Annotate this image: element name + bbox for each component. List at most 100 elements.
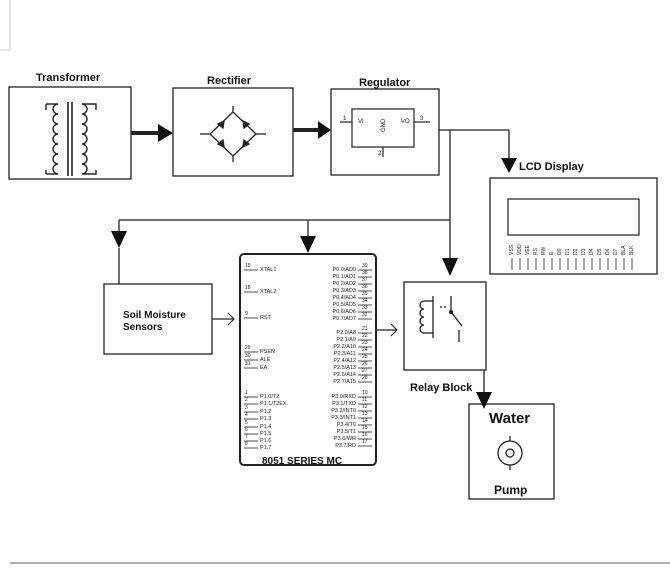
mcu-pin-name: P1.7 bbox=[260, 445, 272, 451]
regulator-pin3: 3 bbox=[420, 116, 424, 122]
mcu-pin-name: XTAL2 bbox=[260, 289, 277, 295]
water-label: Water bbox=[489, 410, 531, 427]
pump-label: Pump bbox=[494, 483, 528, 497]
lcd-pin-label: D0 bbox=[557, 248, 563, 255]
mcu-pin-number: 2 bbox=[245, 397, 248, 403]
bridge-rectifier-icon bbox=[200, 106, 266, 162]
mcu-pin-name: P3.2/INT0 bbox=[331, 408, 356, 414]
mcu-pin-number: 17 bbox=[362, 439, 368, 445]
lcd-pin-label: RW bbox=[541, 246, 547, 255]
lcd-pin-label: D6 bbox=[605, 248, 611, 255]
arrow-to-soil bbox=[111, 231, 127, 248]
mcu-pin-number: 24 bbox=[362, 347, 368, 353]
relay-coil-icon bbox=[419, 296, 463, 342]
transformer-block bbox=[8, 86, 132, 180]
mcu-pin-number: 11 bbox=[362, 397, 368, 403]
lcd-pin-label: VDD bbox=[517, 244, 523, 255]
mcu-pin-number: 7 bbox=[245, 434, 248, 440]
regulator-ic-icon bbox=[340, 108, 430, 157]
lcd-pin-label: VEE bbox=[525, 244, 531, 255]
regulator-gnd-label: GND bbox=[381, 118, 387, 132]
mcu-pin-number: 18 bbox=[245, 285, 251, 291]
mcu-pin-name: P3.5/T1 bbox=[336, 429, 356, 435]
mcu-pin-number: 31 bbox=[245, 361, 251, 367]
mcu-pin-name: P0.2/AD2 bbox=[332, 281, 356, 287]
mcu-pin-name: P0.4/AD4 bbox=[332, 295, 356, 301]
lcd-pin-lines bbox=[511, 258, 633, 270]
mcu-pin-number: 35 bbox=[362, 291, 368, 297]
mcu-pin-number: 1 bbox=[245, 390, 248, 396]
transformer-label: Transformer bbox=[36, 72, 101, 84]
mcu-pin-name: P2.3/A11 bbox=[333, 351, 356, 357]
lcd-pin-label: D7 bbox=[613, 248, 619, 255]
mcu-pin-name: P2.4/A12 bbox=[333, 358, 356, 364]
mcu-pin-lines bbox=[244, 269, 372, 449]
mcu-block bbox=[239, 253, 377, 466]
mcu-pin-number: 19 bbox=[245, 263, 251, 269]
mcu-pin-number: 25 bbox=[362, 354, 368, 360]
arrow-to-rectifier bbox=[158, 124, 173, 142]
mcu-pin-name: P0.3/AD3 bbox=[332, 288, 356, 294]
mcu-pin-number: 13 bbox=[362, 411, 368, 417]
lcd-pin-label: D4 bbox=[589, 248, 595, 255]
mcu-pin-number: 23 bbox=[362, 340, 368, 346]
mcu-pin-name: P0.1/AD1 bbox=[332, 274, 356, 280]
mcu-pin-name: P1.6 bbox=[260, 438, 272, 444]
regulator-vi-label: VI bbox=[358, 119, 364, 125]
mcu-pin-name: P1.2 bbox=[260, 409, 272, 415]
rectifier-label: Rectifier bbox=[207, 75, 252, 87]
mcu-pin-number: 16 bbox=[362, 432, 368, 438]
transformer-coil-icon bbox=[45, 102, 97, 176]
relay-block bbox=[403, 281, 487, 371]
mcu-pin-number: 22 bbox=[362, 333, 368, 339]
arrow-to-relay bbox=[442, 258, 458, 276]
lcd-pin-label: D1 bbox=[565, 248, 571, 255]
mcu-pin-number: 15 bbox=[362, 425, 368, 431]
mcu-pin-number: 33 bbox=[362, 305, 368, 311]
mcu-pin-name: P2.7/A15 bbox=[333, 379, 356, 385]
mcu-pin-name: P3.1/TXD bbox=[332, 401, 356, 407]
mcu-pin-name: P2.5/A13 bbox=[333, 365, 356, 371]
open-arrow-heads bbox=[227, 312, 398, 337]
mcu-pin-name: P0.6/AD6 bbox=[332, 309, 356, 315]
mcu-pin-number: 32 bbox=[362, 312, 368, 318]
mcu-pin-name: P2.6/A14 bbox=[333, 372, 356, 378]
lcd-pin-label: RS bbox=[533, 248, 539, 255]
mcu-pin-number: 38 bbox=[362, 270, 368, 276]
mcu-pin-name: P1.0/T2 bbox=[260, 394, 280, 400]
mcu-pin-number: 27 bbox=[362, 368, 368, 374]
regulator-pin2: 2 bbox=[378, 151, 382, 157]
arrow-to-mcu bbox=[300, 236, 316, 253]
mcu-pin-name: P3.4/T0 bbox=[336, 422, 356, 428]
mcu-pin-number: 26 bbox=[362, 361, 368, 367]
connection-lines bbox=[118, 128, 510, 392]
mcu-pin-number: 28 bbox=[362, 375, 368, 381]
mcu-pin-number: 10 bbox=[362, 390, 368, 396]
regulator-label: Regulator bbox=[359, 77, 411, 89]
mcu-pin-number: 6 bbox=[245, 427, 248, 433]
mcu-pin-name: XTAL1 bbox=[260, 267, 277, 273]
mcu-label: 8051 SERIES MC bbox=[262, 456, 343, 467]
lcd-screen bbox=[507, 198, 640, 236]
lcd-label: LCD Display bbox=[519, 161, 584, 173]
mcu-pin-name: P3.0/RXD bbox=[331, 394, 356, 400]
mcu-pin-name: RST bbox=[260, 315, 271, 321]
lcd-pin-label: BLA bbox=[621, 245, 627, 255]
regulator-pin1: 1 bbox=[343, 116, 347, 122]
arrow-to-lcd bbox=[501, 158, 517, 173]
rectifier-block bbox=[172, 87, 294, 177]
lcd-pin-label: D2 bbox=[573, 248, 579, 255]
mcu-pin-number: 36 bbox=[362, 284, 368, 290]
regulator-vo-label: VO bbox=[401, 119, 410, 125]
mcu-pin-name: P0.7/AD7 bbox=[332, 316, 356, 322]
relay-label: Relay Block bbox=[410, 382, 473, 394]
mcu-pin-name: P3.3/INT1 bbox=[331, 415, 356, 421]
mcu-pin-name: P1.4 bbox=[260, 424, 272, 430]
mcu-pin-name: P1.1/T2EX bbox=[260, 401, 287, 407]
mcu-pin-number: 4 bbox=[245, 412, 248, 418]
mcu-pin-number: 14 bbox=[362, 418, 368, 424]
lcd-pin-label: VSS bbox=[509, 244, 515, 255]
mcu-pin-name: P3.7/RD bbox=[335, 443, 356, 449]
lcd-pin-label: D3 bbox=[581, 248, 587, 255]
